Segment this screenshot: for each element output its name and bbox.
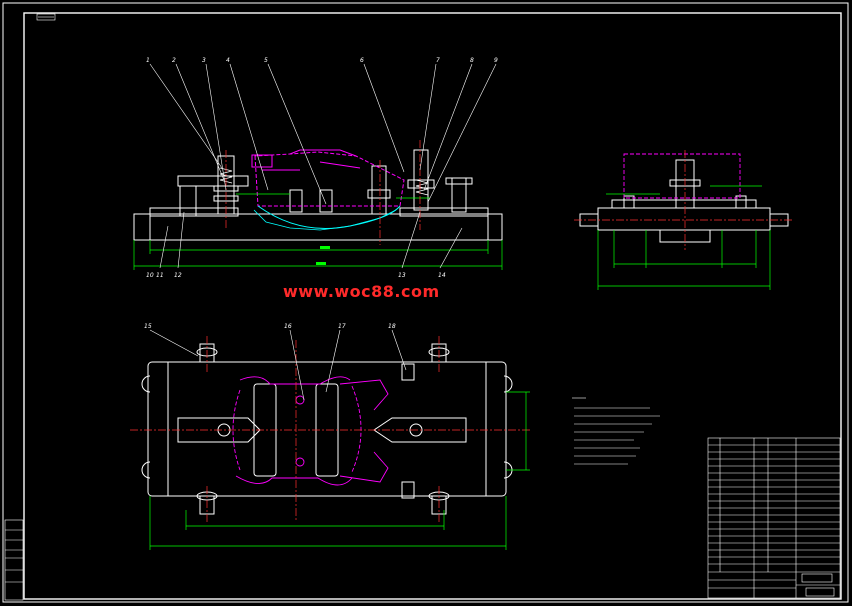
balloon-1: 1 [146, 57, 150, 64]
balloon-18: 18 [388, 323, 396, 330]
front-view [133, 63, 503, 270]
balloon-16: 16 [284, 323, 292, 330]
balloon-7: 7 [436, 57, 440, 64]
watermark-text: www.woc88.com [283, 282, 440, 301]
balloon-5: 5 [264, 57, 268, 64]
top-view [130, 329, 530, 550]
balloon-14: 14 [438, 272, 446, 279]
balloon-12: 12 [174, 272, 182, 279]
balloon-13: 13 [398, 272, 406, 279]
balloon-3: 3 [202, 57, 206, 64]
balloon-8: 8 [470, 57, 474, 64]
technical-requirements [572, 397, 660, 465]
balloon-6: 6 [360, 57, 364, 64]
balloon-10: 10 [146, 272, 154, 279]
side-view [574, 150, 794, 290]
top-balloons: 15 16 17 18 [144, 323, 396, 330]
balloon-15: 15 [144, 323, 152, 330]
front-balloons: 1 2 3 4 5 6 7 8 9 10 11 12 13 14 [146, 57, 498, 279]
balloon-11: 11 [156, 272, 164, 279]
balloon-17: 17 [338, 323, 346, 330]
balloon-9: 9 [494, 57, 498, 64]
balloon-2: 2 [172, 57, 176, 64]
balloon-4: 4 [226, 57, 230, 64]
parts-list-table [707, 437, 841, 599]
